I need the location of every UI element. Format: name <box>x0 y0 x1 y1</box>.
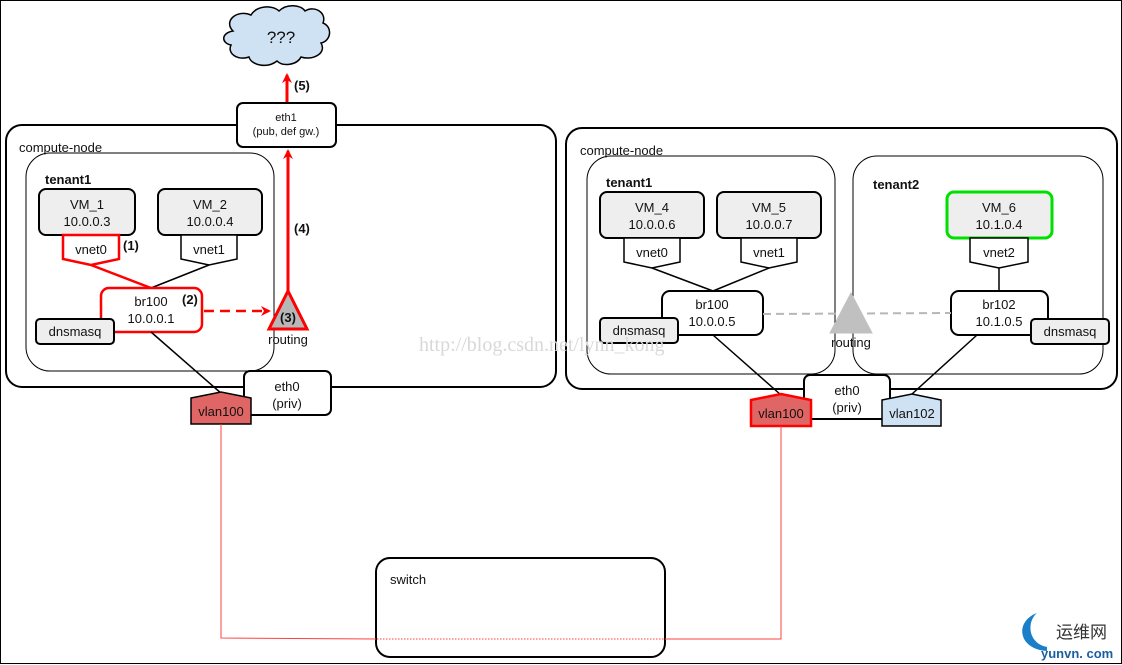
eth1-name: eth1 <box>275 112 296 124</box>
link-vnet0-br100 <box>90 263 152 290</box>
step-label-2: (2) <box>182 292 198 307</box>
routing-right[interactable]: routing <box>829 291 873 350</box>
switch[interactable]: switch <box>375 557 666 658</box>
logo-en: yunvn. com <box>1041 646 1113 661</box>
step-label-5: (5) <box>294 78 310 93</box>
dnsmasq-right-t1[interactable]: dnsmasq <box>599 317 679 344</box>
logo-cn: 运维网 <box>1056 623 1107 642</box>
step-label-4: (4) <box>294 221 310 236</box>
step-label-3: (3) <box>280 310 296 325</box>
dnsmasq-left[interactable]: dnsmasq <box>35 318 115 345</box>
vm-6[interactable]: VM_6 10.1.0.4 <box>945 190 1054 240</box>
tenant1-left-title: tenant1 <box>45 172 91 187</box>
br102-ip: 10.1.0.5 <box>976 314 1023 329</box>
br100-left-ip: 10.0.0.1 <box>128 311 175 326</box>
vlan100-right[interactable]: vlan100 <box>749 392 813 428</box>
eth1-interface[interactable]: eth1 (pub, def gw.) <box>236 102 337 148</box>
cloud-label: ??? <box>267 28 295 47</box>
br102-name: br102 <box>982 297 1015 312</box>
bridge-br102[interactable]: br102 10.1.0.5 <box>950 290 1049 336</box>
internet-cloud: ??? <box>223 5 331 67</box>
dnsmasq-right-t2-label: dnsmasq <box>1044 324 1097 339</box>
vm-5[interactable]: VM_5 10.0.0.7 <box>716 191 822 239</box>
vm-2-name: VM_2 <box>193 197 227 212</box>
eth0-right-desc: (priv) <box>832 400 862 415</box>
tenant2-container <box>852 155 1104 375</box>
vnet2[interactable]: vnet2 <box>969 237 1029 269</box>
link-vnet0-br100-right <box>651 267 714 292</box>
vm-4-ip: 10.0.0.6 <box>629 217 676 232</box>
dnsmasq-right-t2[interactable]: dnsmasq <box>1030 318 1110 345</box>
br100-left-name: br100 <box>134 294 167 309</box>
vm-2[interactable]: VM_2 10.0.0.4 <box>157 188 263 236</box>
vm-1[interactable]: VM_1 10.0.0.3 <box>38 188 136 236</box>
yunvn-logo: 运维网 yunvn. com <box>1022 613 1113 661</box>
link-br100-vlan100-right <box>712 334 782 396</box>
dnsmasq-left-label: dnsmasq <box>49 324 102 339</box>
vlan100-right-label: vlan100 <box>758 406 804 421</box>
vm-6-name: VM_6 <box>982 200 1016 215</box>
routing-triangle-icon <box>266 287 310 331</box>
vnet0-left[interactable]: vnet0 <box>61 233 121 267</box>
switch-label: switch <box>390 572 426 587</box>
link-br102-vlan102 <box>911 334 978 395</box>
routing-triangle-icon-right <box>829 291 873 334</box>
eth0-left-desc: (priv) <box>272 396 302 411</box>
bridge-br100-left[interactable]: br100 10.0.0.1 <box>99 286 204 334</box>
vm-6-ip: 10.1.0.4 <box>976 217 1023 232</box>
vnet0-right-label: vnet0 <box>636 245 668 260</box>
trunk-left <box>220 424 377 640</box>
vlan102-label: vlan102 <box>889 406 935 421</box>
routing-left[interactable]: (3) routing <box>266 287 310 347</box>
vlan102[interactable]: vlan102 <box>881 393 942 427</box>
compute-node-right-title: compute-node <box>580 143 663 158</box>
trunk-right <box>665 426 782 640</box>
vnet0-right[interactable]: vnet0 <box>623 237 681 269</box>
link-vnet1-br100-right <box>712 267 770 292</box>
tenant1-left-container <box>25 152 275 372</box>
step-label-1: (1) <box>123 238 139 253</box>
vm-1-name: VM_1 <box>70 197 104 212</box>
eth0-right-name: eth0 <box>834 383 859 398</box>
vnet1-right[interactable]: vnet1 <box>740 237 798 269</box>
link-br100-vlan100-left <box>150 331 223 395</box>
br100-right-name: br100 <box>695 297 728 312</box>
vnet1-left-label: vnet1 <box>193 242 225 257</box>
eth0-left[interactable]: eth0 (priv) <box>243 370 332 416</box>
compute-node-left-title: compute-node <box>19 140 102 155</box>
vnet1-left[interactable]: vnet1 <box>180 234 238 266</box>
vlan100-left[interactable]: vlan100 <box>190 391 252 425</box>
tenant2-title: tenant2 <box>873 177 919 192</box>
routing-right-label: routing <box>831 335 871 350</box>
vm-1-ip: 10.0.0.3 <box>64 214 111 229</box>
tenant1-right-container <box>586 155 836 375</box>
eth0-right[interactable]: eth0 (priv) <box>803 374 891 420</box>
br100-right-ip: 10.0.0.5 <box>689 314 736 329</box>
eth0-left-name: eth0 <box>274 379 299 394</box>
tenant1-right-title: tenant1 <box>606 175 652 190</box>
vm-5-name: VM_5 <box>752 200 786 215</box>
dnsmasq-right-t1-label: dnsmasq <box>613 323 666 338</box>
watermark-text: http://blog.csdn.net/lynn_kong <box>419 334 665 356</box>
eth1-desc: (pub, def gw.) <box>253 126 320 138</box>
link-vnet1-br100 <box>150 264 210 289</box>
vm-4[interactable]: VM_4 10.0.0.6 <box>599 191 705 239</box>
vm-5-ip: 10.0.0.7 <box>746 217 793 232</box>
cloud-icon <box>223 5 331 67</box>
vm-4-name: VM_4 <box>635 200 669 215</box>
routing-left-label: routing <box>268 332 308 347</box>
vm-2-ip: 10.0.0.4 <box>187 214 234 229</box>
vnet2-label: vnet2 <box>983 245 1015 260</box>
vlan100-left-label: vlan100 <box>198 404 244 419</box>
logo-swoosh-icon <box>1022 613 1047 651</box>
vnet0-left-label: vnet0 <box>75 242 107 257</box>
vnet1-right-label: vnet1 <box>753 245 785 260</box>
